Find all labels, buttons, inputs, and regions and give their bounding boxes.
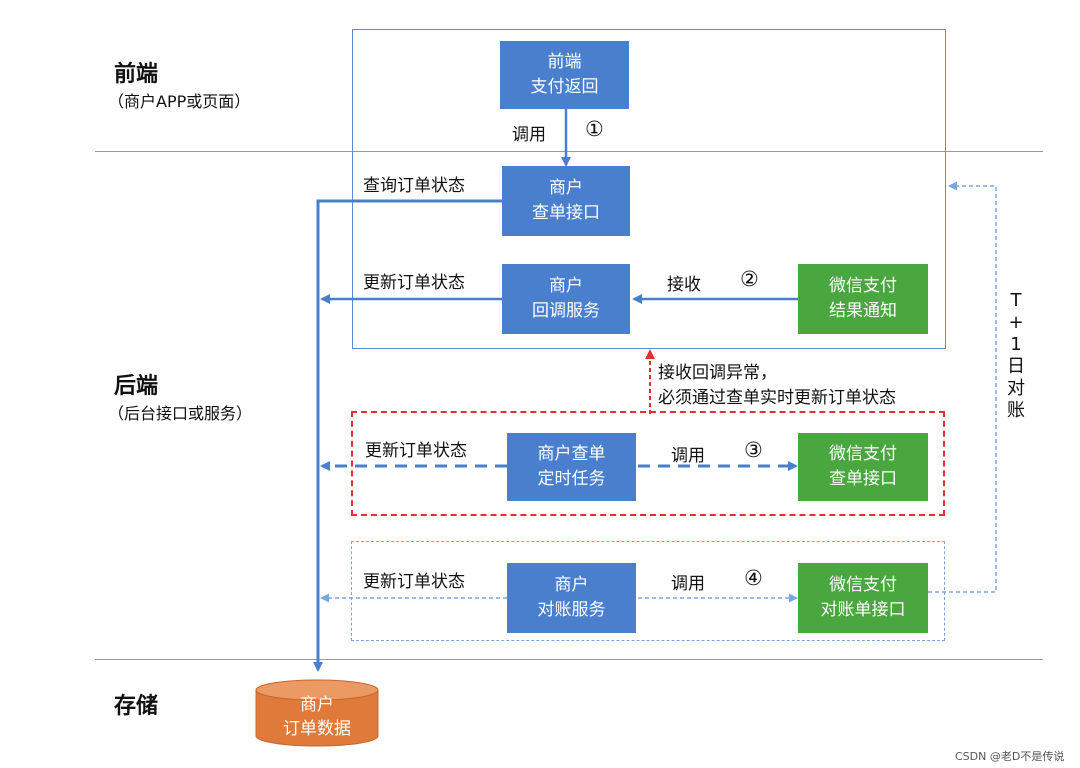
section-subtitle-frontend: （商户APP或页面） xyxy=(108,92,251,111)
label-num-1: ① xyxy=(585,117,604,141)
label-invoke-3: 调用 xyxy=(671,446,705,466)
section-title-backend: 后端 xyxy=(114,374,159,399)
label-num-2: ② xyxy=(740,267,759,291)
label-exception-note-2: 必须通过查单实时更新订单状态 xyxy=(658,388,896,408)
node-merchant-reconcile-service: 商户 对账服务 xyxy=(507,563,636,633)
separator-frontend-backend xyxy=(95,151,1043,152)
reconcile-region xyxy=(351,541,945,641)
order-db-cylinder xyxy=(255,679,379,747)
label-num-3: ③ xyxy=(744,438,763,462)
section-title-storage: 存储 xyxy=(114,694,159,719)
arrow-query-to-storage xyxy=(313,199,502,672)
label-exception-note-1: 接收回调异常， xyxy=(658,363,777,383)
query-timer-region xyxy=(351,411,945,516)
label-t1-reconcile: T+1日对账 xyxy=(1004,290,1028,422)
node-merchant-query-api: 商户 查单接口 xyxy=(502,166,630,236)
node-merchant-callback-service: 商户 回调服务 xyxy=(502,264,630,334)
section-subtitle-backend: （后台接口或服务） xyxy=(108,404,253,423)
node-wechat-result-notify: 微信支付 结果通知 xyxy=(798,264,928,334)
merchant-boundary-region xyxy=(352,29,946,349)
label-invoke-1: 调用 xyxy=(512,125,546,145)
label-update-order-status-3: 更新订单状态 xyxy=(363,572,465,592)
label-update-order-status-1: 更新订单状态 xyxy=(363,273,465,293)
node-frontend-pay-return: 前端 支付返回 xyxy=(500,41,629,109)
arrow-t1-reconcile xyxy=(928,181,997,593)
label-query-order-status: 查询订单状态 xyxy=(363,176,465,196)
separator-backend-storage xyxy=(95,659,1043,660)
node-order-db-label: 商户 订单数据 xyxy=(283,695,351,739)
section-title-frontend: 前端 xyxy=(114,62,159,87)
node-wechat-reconcile-api: 微信支付 对账单接口 xyxy=(798,563,928,633)
watermark: CSDN @老D不是传说 xyxy=(955,750,1065,763)
label-num-4: ④ xyxy=(744,566,763,590)
label-invoke-4: 调用 xyxy=(671,574,705,594)
node-merchant-query-timer: 商户查单 定时任务 xyxy=(507,433,636,501)
label-update-order-status-2: 更新订单状态 xyxy=(365,441,467,461)
node-wechat-query-api: 微信支付 查单接口 xyxy=(798,433,928,501)
label-receive: 接收 xyxy=(667,275,701,295)
